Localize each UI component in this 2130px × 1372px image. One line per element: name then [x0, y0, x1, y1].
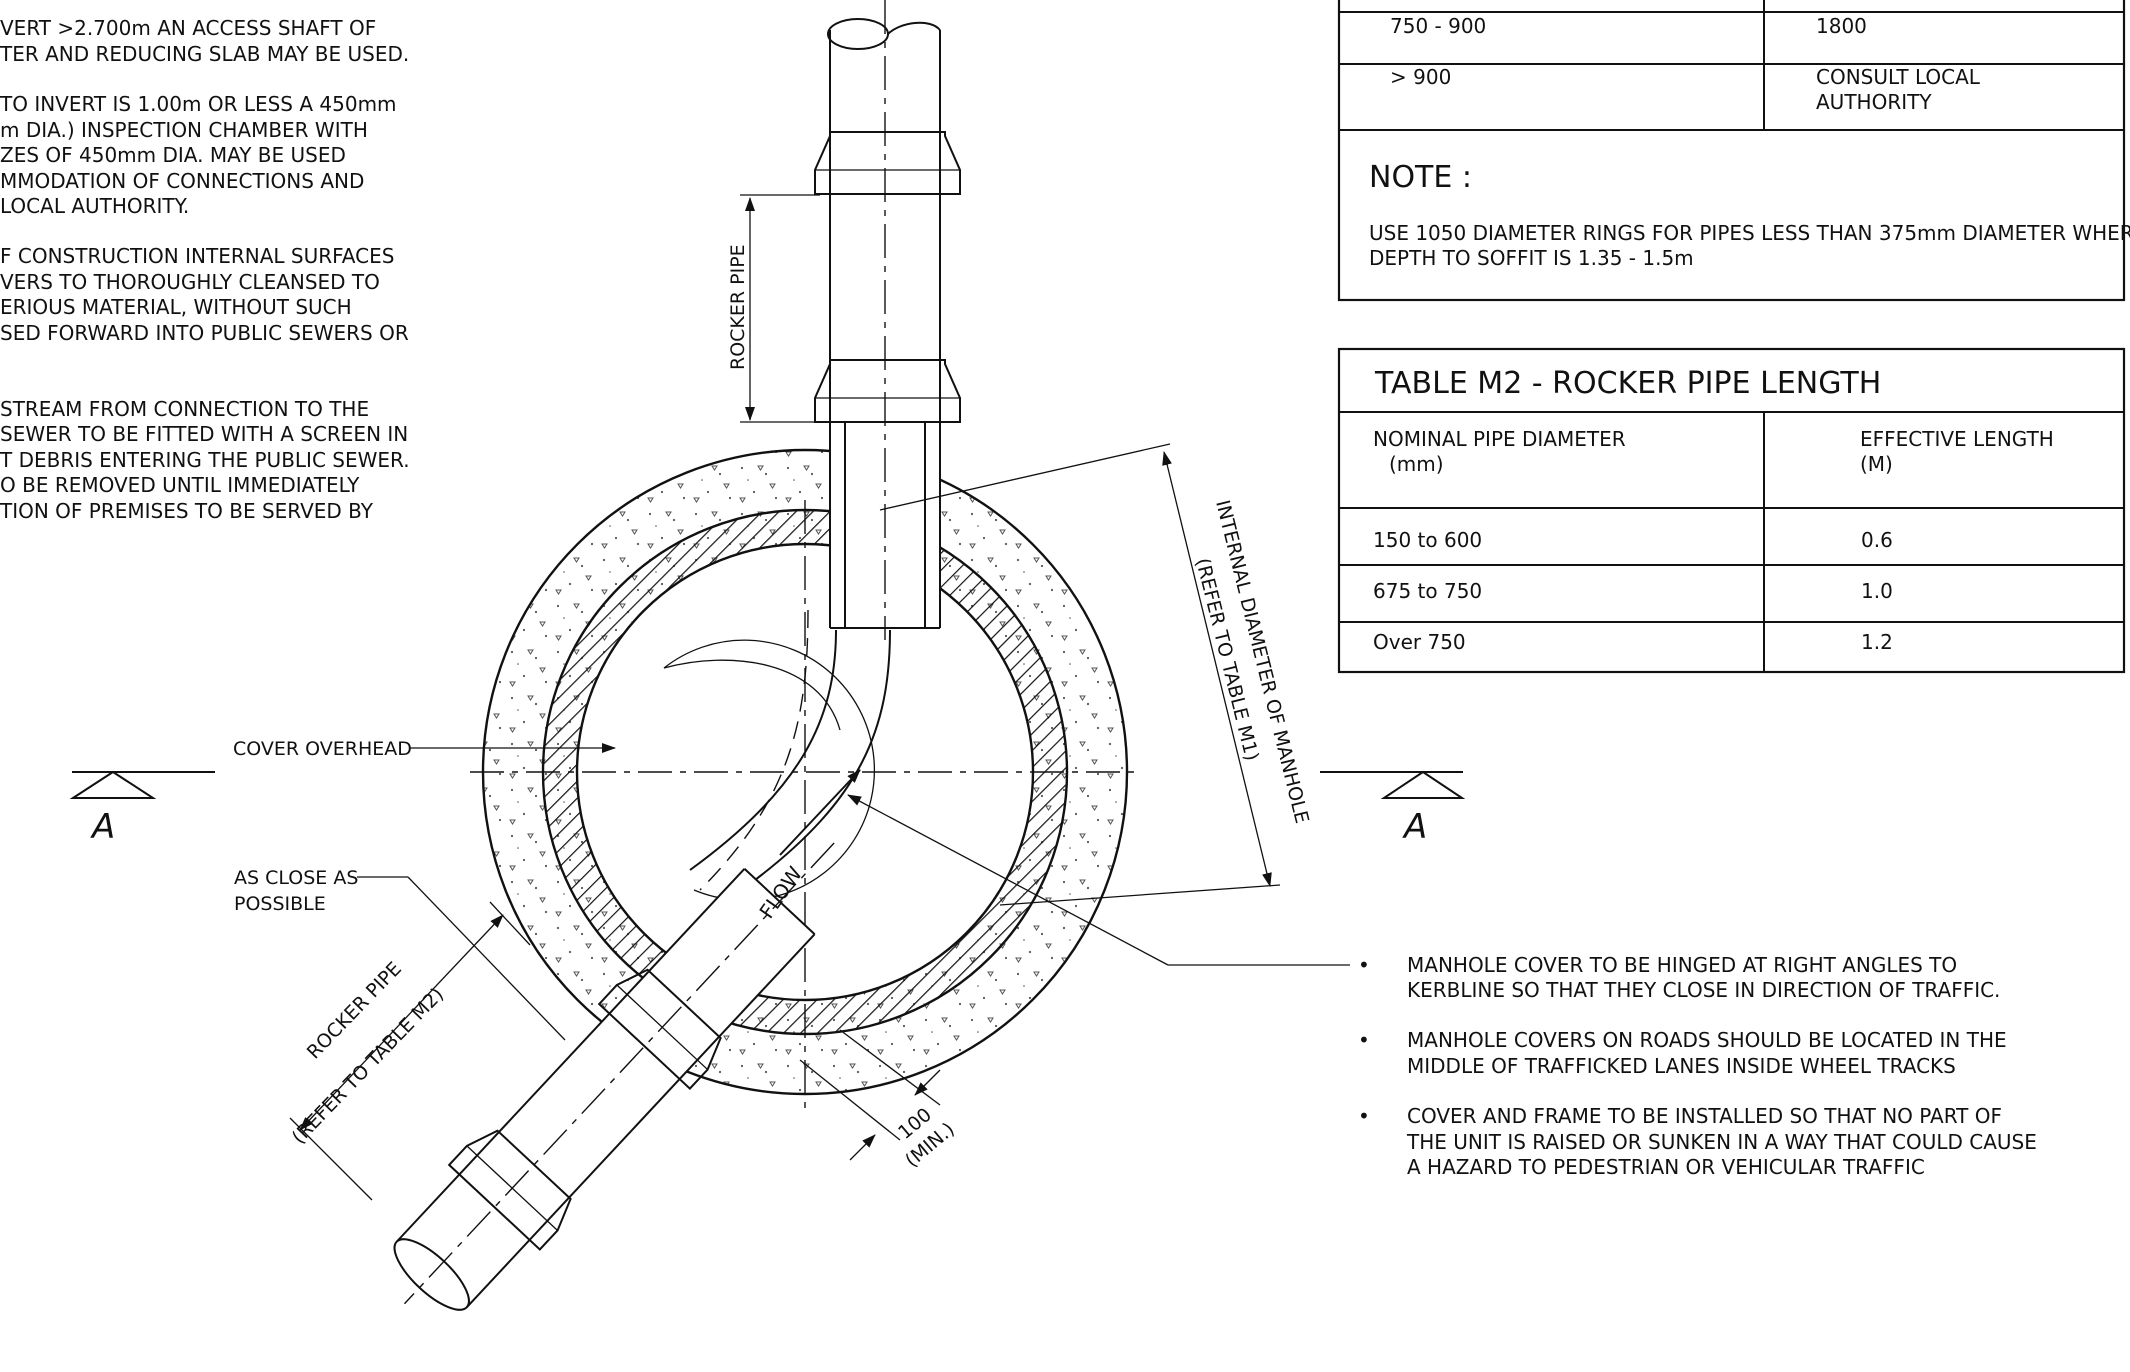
- note-text: USE 1050 DIAMETER RINGS FOR PIPES LESS T…: [1369, 221, 2130, 245]
- note-text: DEPTH TO SOFFIT IS 1.35 - 1.5m: [1369, 246, 1694, 270]
- table-m2-cell: 1.0: [1861, 579, 1893, 603]
- section-marker-left: A: [69, 770, 215, 847]
- table-m1: 750 - 900 1800 > 900 CONSULT LOCAL AUTHO…: [1337, 0, 2130, 302]
- note-line: T DEBRIS ENTERING THE PUBLIC SEWER.: [0, 448, 410, 472]
- table-m1-frame: [1337, 0, 2126, 302]
- bullet-text: A HAZARD TO PEDESTRIAN OR VEHICULAR TRAF…: [1407, 1155, 1925, 1179]
- flow-arrow: [779, 769, 861, 856]
- bullet-text: KERBLINE SO THAT THEY CLOSE IN DIRECTION…: [1407, 978, 2000, 1002]
- table-m2-cell: 675 to 750: [1373, 579, 1482, 603]
- manhole-plan: [470, 448, 1135, 1110]
- rocker-pipe-label: ROCKER PIPE: [727, 244, 749, 370]
- table-m2-cell: Over 750: [1373, 630, 1466, 654]
- note-line: MMODATION OF CONNECTIONS AND: [0, 169, 364, 193]
- section-label-right: A: [1402, 807, 1427, 847]
- section-marker-right: A: [1320, 770, 1466, 847]
- note-line: TER AND REDUCING SLAB MAY BE USED.: [0, 42, 409, 66]
- section-label-left: A: [90, 807, 115, 847]
- bullet-text: THE UNIT IS RAISED OR SUNKEN IN A WAY TH…: [1406, 1130, 2037, 1154]
- bullet-symbol: •: [1358, 1028, 1370, 1052]
- table-m2-frame: [1337, 347, 2126, 674]
- note-line: TO INVERT IS 1.00m OR LESS A 450mm: [0, 92, 397, 116]
- note-line: m DIA.) INSPECTION CHAMBER WITH: [0, 118, 368, 142]
- rocker-pipe-dimension: ROCKER PIPE: [727, 194, 820, 423]
- table-m2-cell: 1.2: [1861, 630, 1893, 654]
- note-line: VERT >2.700m AN ACCESS SHAFT OF: [0, 16, 376, 40]
- note-line: TION OF PREMISES TO BE SERVED BY: [0, 499, 374, 523]
- as-close-label: AS CLOSE AS: [234, 867, 358, 889]
- table-m2-cell: 150 to 600: [1373, 528, 1482, 552]
- note-line: ERIOUS MATERIAL, WITHOUT SUCH: [0, 295, 352, 319]
- table-m2-header: (mm): [1389, 452, 1444, 476]
- table-m2-cell: 0.6: [1861, 528, 1893, 552]
- outlet-pipe: [393, 842, 835, 1311]
- bullet-symbol: •: [1358, 1104, 1370, 1128]
- note-line: VERS TO THOROUGHLY CLEANSED TO: [0, 270, 380, 294]
- as-close-label-2: POSSIBLE: [234, 893, 326, 915]
- table-m2-header: NOMINAL PIPE DIAMETER: [1373, 427, 1626, 451]
- left-notes: VERT >2.700m AN ACCESS SHAFT OF TER AND …: [0, 16, 410, 523]
- note-line: F CONSTRUCTION INTERNAL SURFACES: [0, 244, 394, 268]
- table-m2-title: TABLE M2 - ROCKER PIPE LENGTH: [1374, 366, 1881, 401]
- note-line: STREAM FROM CONNECTION TO THE: [0, 397, 369, 421]
- table-m1-cell: CONSULT LOCAL: [1816, 65, 1981, 89]
- bullet-notes: • MANHOLE COVER TO BE HINGED AT RIGHT AN…: [1358, 953, 2037, 1179]
- table-m2-header: (M): [1860, 452, 1893, 476]
- as-close-callout: AS CLOSE AS POSSIBLE: [234, 867, 566, 1041]
- cover-overhead-label: COVER OVERHEAD: [233, 738, 412, 760]
- bullet-text: COVER AND FRAME TO BE INSTALLED SO THAT …: [1407, 1104, 2002, 1128]
- bullet-symbol: •: [1358, 953, 1370, 977]
- table-m1-cell: 1800: [1816, 14, 1867, 38]
- table-m2: TABLE M2 - ROCKER PIPE LENGTH NOMINAL PI…: [1337, 347, 2126, 674]
- bullet-text: MANHOLE COVERS ON ROADS SHOULD BE LOCATE…: [1407, 1028, 2007, 1052]
- note-line: LOCAL AUTHORITY.: [0, 194, 189, 218]
- table-m1-cell: 750 - 900: [1390, 14, 1486, 38]
- note-line: SEWER TO BE FITTED WITH A SCREEN IN: [0, 422, 408, 446]
- bullet-text: MANHOLE COVER TO BE HINGED AT RIGHT ANGL…: [1407, 953, 1957, 977]
- cover-overhead-callout: COVER OVERHEAD: [233, 738, 616, 760]
- table-m2-header: EFFECTIVE LENGTH: [1860, 427, 2054, 451]
- note-line: ZES OF 450mm DIA. MAY BE USED: [0, 143, 346, 167]
- table-m1-cell: > 900: [1390, 65, 1451, 89]
- note-title: NOTE :: [1369, 160, 1472, 195]
- note-line: O BE REMOVED UNTIL IMMEDIATELY: [0, 473, 360, 497]
- table-m1-cell: AUTHORITY: [1816, 90, 1932, 114]
- inlet-pipe: [814, 0, 961, 640]
- note-line: SED FORWARD INTO PUBLIC SEWERS OR: [0, 321, 409, 345]
- bullet-leader: [847, 794, 1169, 966]
- bullet-text: MIDDLE OF TRAFFICKED LANES INSIDE WHEEL …: [1407, 1054, 1956, 1078]
